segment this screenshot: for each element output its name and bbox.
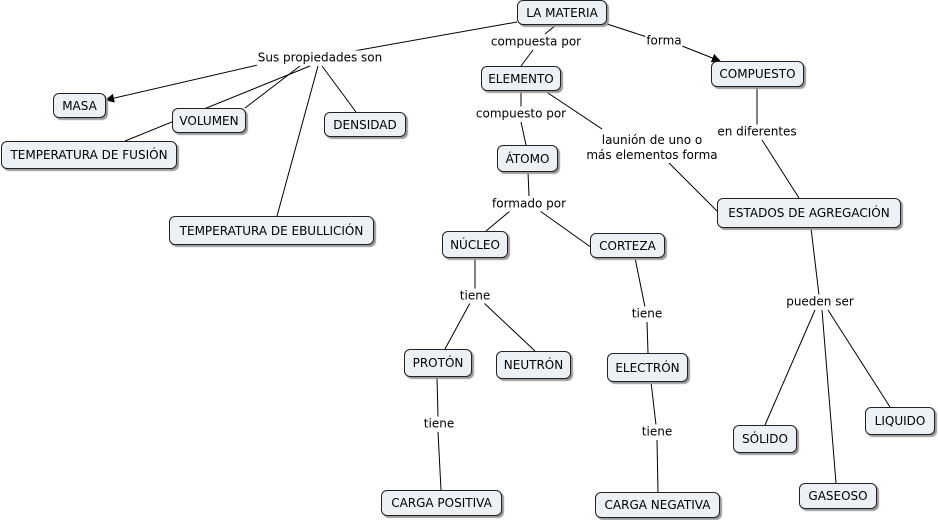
node-temperatura-ebullicion[interactable]: TEMPERATURA DE EBULLICIÓN [169, 216, 374, 245]
link-label-formado-por: formado por [491, 196, 567, 212]
link-label-launion: launión de uno o más elementos forma [585, 133, 719, 163]
edge-proton-tiene [436, 376, 439, 418]
edge-tiene-neutron [483, 302, 536, 352]
edge-tiene-proton [444, 302, 471, 350]
link-label-en-diferentes: en diferentes [716, 124, 798, 140]
edge-puedenser-gaseoso [821, 309, 837, 484]
node-corteza[interactable]: CORTEZA [590, 233, 665, 258]
node-nucleo[interactable]: NÚCLEO [442, 231, 508, 258]
edge-forma-compuesto [681, 45, 721, 63]
node-estados-agregacion[interactable]: ESTADOS DE AGREGACIÓN [717, 198, 901, 228]
node-volumen[interactable]: VOLUMEN [172, 108, 246, 133]
node-densidad[interactable]: DENSIDAD [324, 112, 406, 137]
edge-compuesta-elemento [520, 49, 534, 67]
link-label-tiene-electron: tiene [640, 424, 674, 440]
node-gaseoso[interactable]: GASEOSO [799, 483, 877, 509]
link-label-pueden-ser: pueden ser [785, 294, 855, 310]
node-liquido[interactable]: LIQUIDO [865, 407, 935, 435]
edge-launion-estados [667, 161, 718, 212]
edge-propiedades-volumen [244, 65, 301, 109]
edge-tiene-cargapositiva [437, 431, 442, 491]
edge-corteza-tiene [634, 257, 646, 308]
edge-propiedades-fusion [124, 65, 311, 142]
edge-estados-puedenser [810, 227, 820, 296]
node-elemento[interactable]: ELEMENTO [481, 66, 561, 91]
node-atomo[interactable]: ÁTOMO [497, 145, 558, 172]
node-neutron[interactable]: NEUTRÓN [496, 351, 571, 379]
edge-compuestopor-atomo [520, 121, 527, 146]
edge-materia-forma [606, 23, 648, 38]
node-proton[interactable]: PROTÓN [404, 349, 472, 377]
edge-propiedades-densidad [321, 65, 357, 113]
link-label-compuesta-por: compuesta por [489, 34, 583, 50]
link-label-tiene-corteza: tiene [630, 306, 664, 322]
edge-puedenser-solido [764, 309, 816, 426]
edge-materia-compuesta [544, 24, 557, 35]
node-carga-negativa[interactable]: CARGA NEGATIVA [595, 492, 720, 518]
edge-puedenser-liquido [827, 309, 891, 408]
edge-tiene-carganegativa [656, 439, 659, 493]
node-masa[interactable]: MASA [53, 93, 106, 118]
node-carga-positiva[interactable]: CARGA POSITIVA [381, 490, 502, 516]
edge-elemento-launion [544, 90, 603, 130]
link-label-tiene-proton: tiene [422, 416, 456, 432]
node-compuesto[interactable]: COMPUESTO [711, 61, 804, 87]
edge-formadopor-corteza [539, 210, 593, 249]
edge-atomo-formadopor [527, 171, 530, 197]
node-electron[interactable]: ELECTRÓN [607, 353, 688, 382]
edge-endiferentes-estados [761, 139, 800, 199]
edge-propiedades-masa [105, 63, 263, 103]
link-label-tiene-nucleo: tiene [458, 288, 492, 304]
link-label-forma: forma [645, 33, 683, 49]
link-label-compuesto-por: compuesto por [474, 106, 568, 122]
edge-tiene-electron [646, 321, 649, 354]
edge-formadopor-nucleo [485, 210, 511, 232]
edge-electron-tiene [650, 381, 657, 426]
node-la-materia[interactable]: LA MATERIA [517, 0, 607, 25]
link-label-sus-propiedades: Sus propiedades son [256, 50, 384, 66]
node-solido[interactable]: SÓLIDO [733, 425, 797, 453]
node-temperatura-fusion[interactable]: TEMPERATURA DE FUSIÓN [1, 141, 177, 169]
edge-propiedades-ebullicion [276, 65, 319, 217]
